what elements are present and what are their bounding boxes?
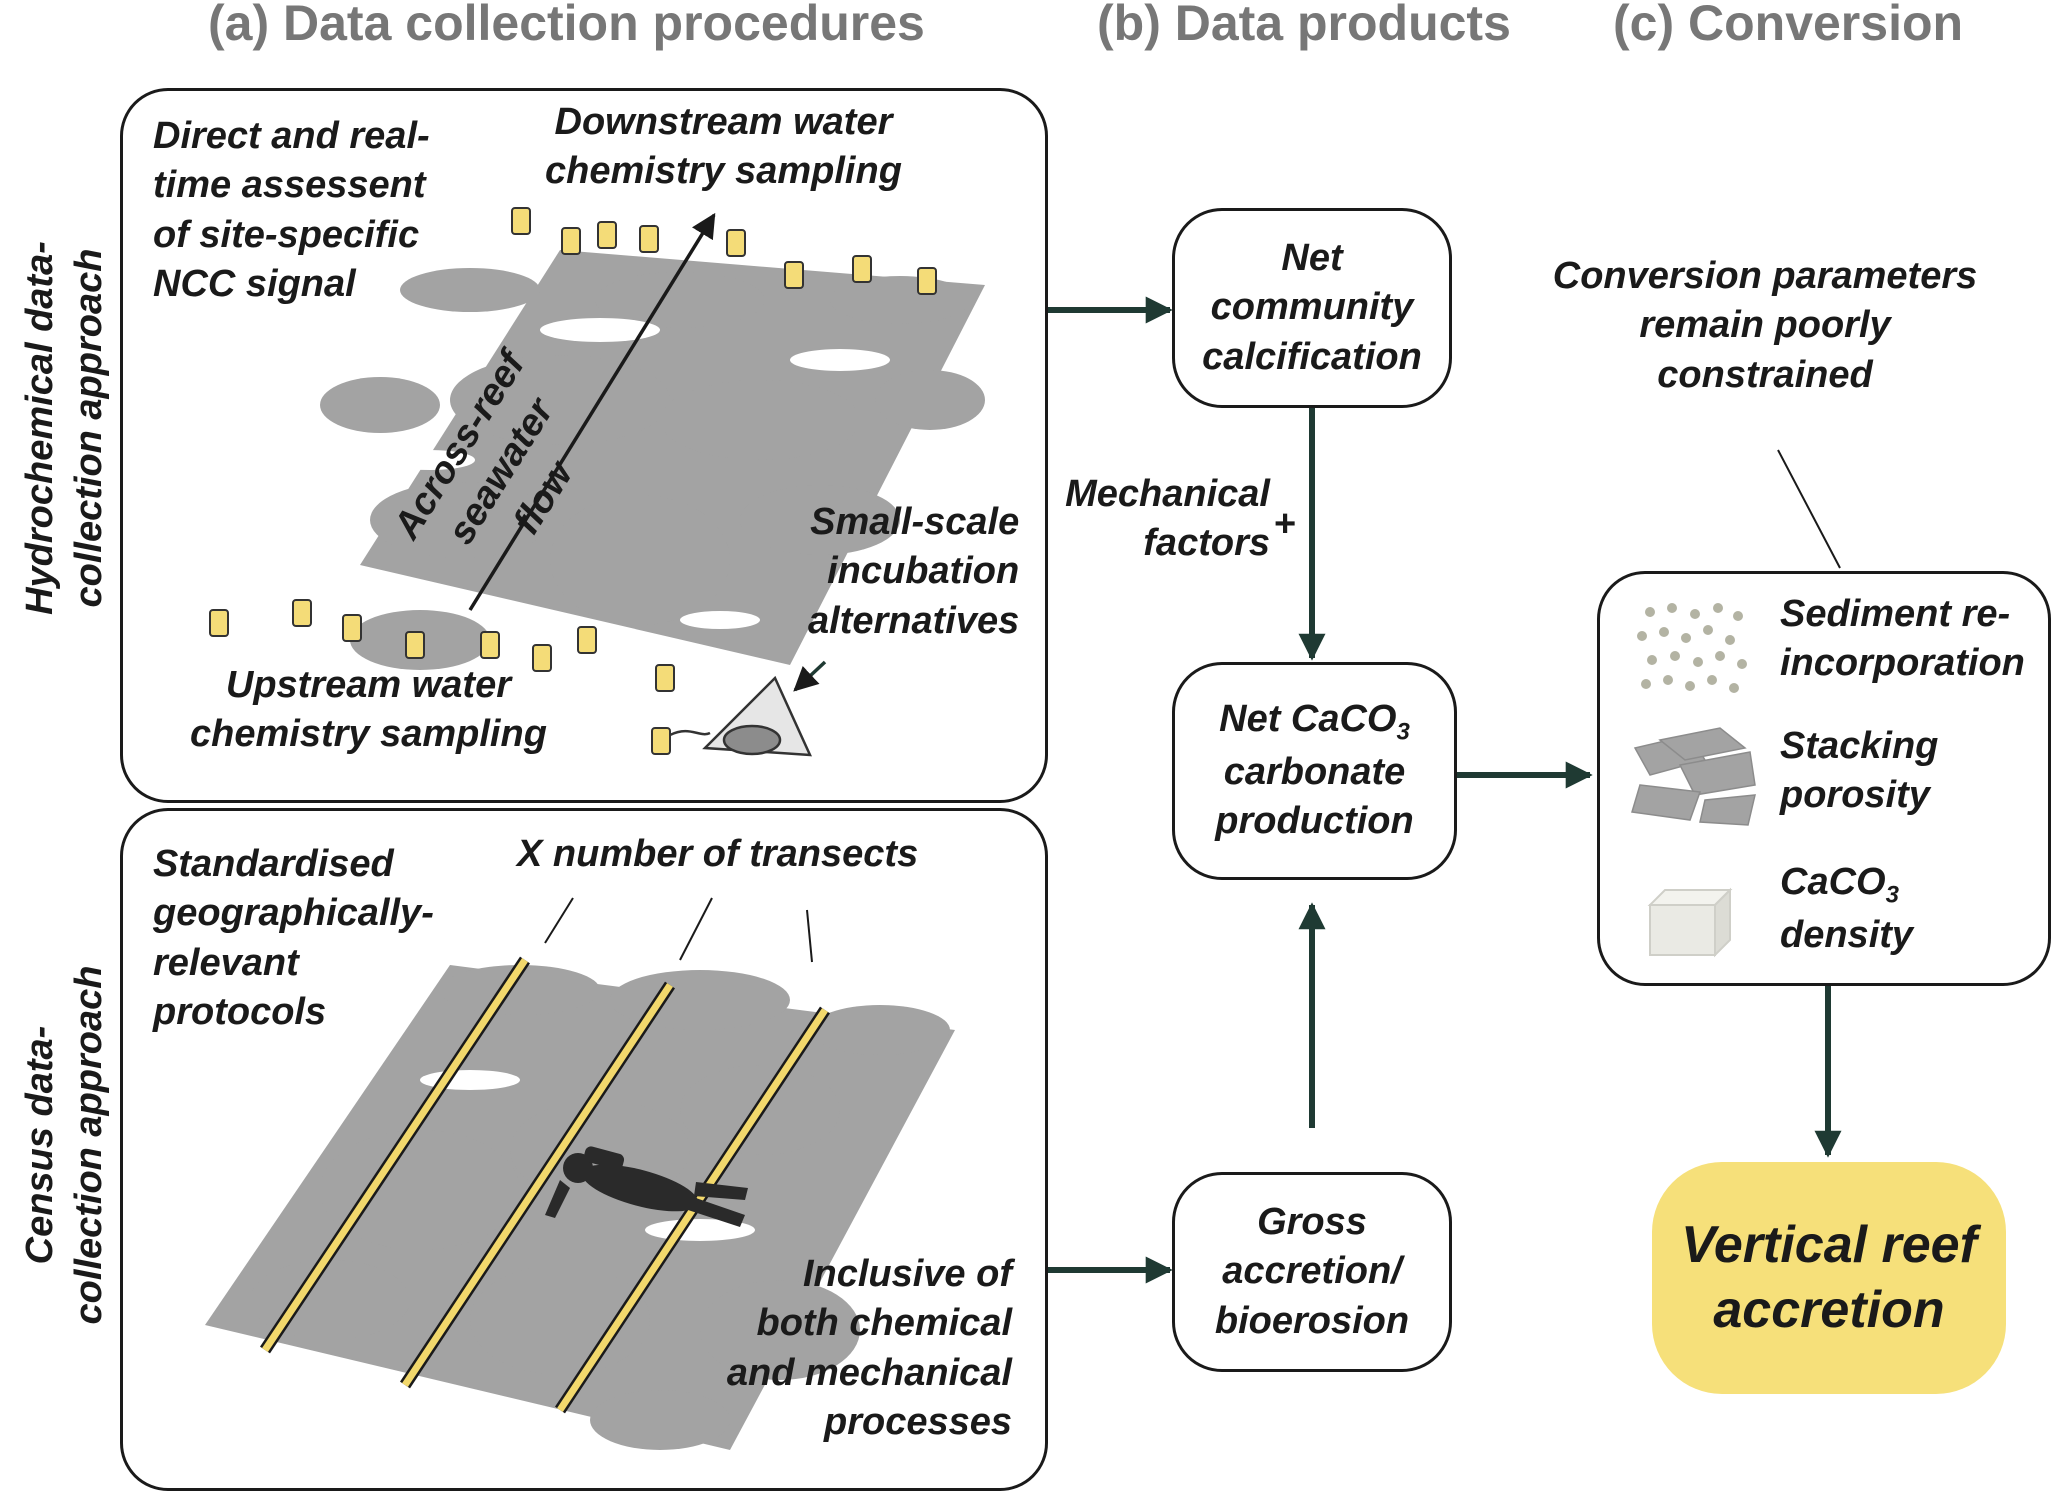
sediment-reincorporation-text: Sediment re-incorporation <box>1780 593 2025 685</box>
caco3-density-text: CaCO3 density <box>1780 861 1914 956</box>
incubation-pointer <box>793 660 827 692</box>
header-data-products: (b) Data products <box>1097 0 1511 51</box>
incubation-chamber <box>669 675 813 757</box>
sample-bottles <box>209 207 937 755</box>
params-leader-line <box>1777 449 1841 569</box>
net-carbonate-production-node: Net CaCO3 carbonate production <box>1172 662 1457 880</box>
header-data-collection: (a) Data collection procedures <box>208 0 925 51</box>
transect-tape-2 <box>402 983 673 1387</box>
calcium-carbonate-cube-icon <box>1647 887 1733 958</box>
census-side-label: Census data-collection approach <box>19 965 111 1325</box>
transect-leader-lines <box>544 897 813 963</box>
diver-silhouette <box>545 1146 748 1227</box>
sediment-dots-icon <box>1637 603 1747 693</box>
hydro-side-label: Hydrochemical data-collection approach <box>19 241 111 615</box>
header-conversion: (c) Conversion <box>1613 0 1964 51</box>
transect-tape-1 <box>262 958 528 1352</box>
hydro-reef-gaps <box>385 318 890 629</box>
conversion-parameters-panel <box>1597 571 2051 986</box>
direct-assessment-text: Direct and real-time assessent of site-s… <box>153 115 430 306</box>
plus-sign: + <box>1274 503 1297 545</box>
stacking-rubble-icon <box>1631 727 1756 826</box>
seawater-flow-arrow <box>468 212 716 611</box>
transects-count-text: X number of transects <box>517 833 919 875</box>
